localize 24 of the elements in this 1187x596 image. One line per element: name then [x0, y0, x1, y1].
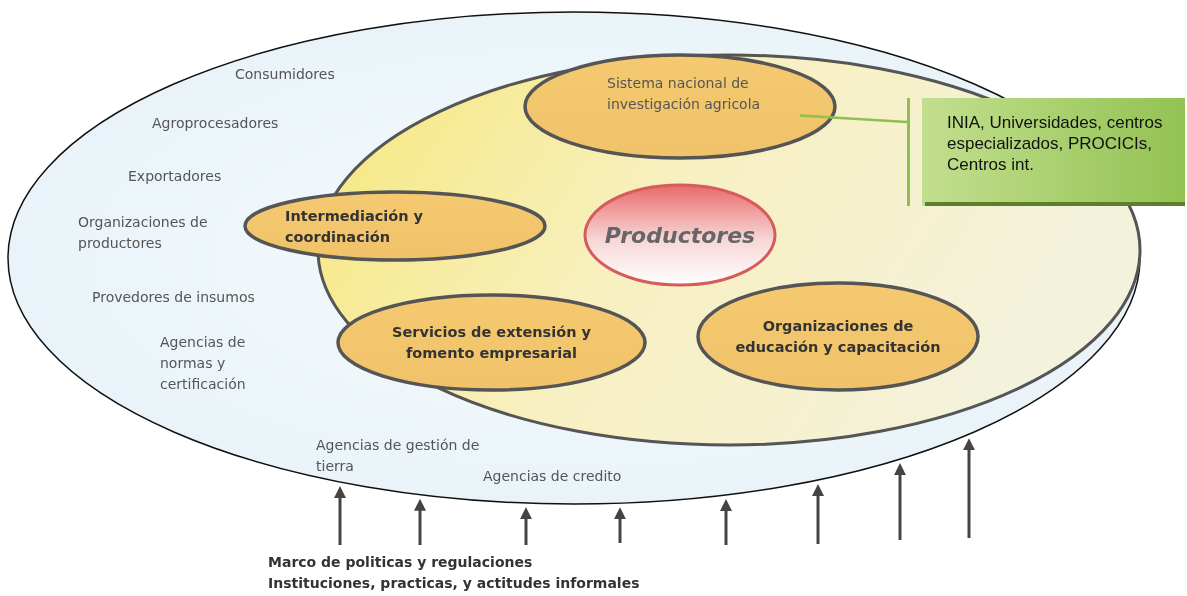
- actor-label: Agroprocesadores: [152, 114, 280, 133]
- footer-note: Instituciones, practicas, y actitudes informales: [268, 575, 640, 591]
- actor-label: Organizaciones de educación y capacitación: [734, 316, 942, 357]
- arrow: [614, 507, 626, 543]
- leader-line: [799, 114, 908, 124]
- actor-label: Consumidores: [235, 65, 336, 84]
- actor-label: Sistema nacional de investigación agricola: [607, 74, 762, 114]
- arrow: [520, 507, 532, 545]
- arrow: [894, 463, 906, 540]
- arrow: [334, 486, 346, 545]
- footer-note: Marco de politicas y regulaciones: [268, 554, 533, 570]
- center-label: Productores: [604, 224, 756, 246]
- callout-box: INIA, Universidades, centros especializados, PROCICIs, Centros int.: [907, 98, 1185, 206]
- arrow: [414, 498, 426, 545]
- arrow: [963, 438, 975, 538]
- actor-label: Exportadores: [128, 167, 223, 186]
- arrow: [812, 483, 824, 544]
- actor-label: Agencias de normas y certificación: [160, 333, 247, 394]
- actor-label: Intermediación y coordinación: [285, 207, 425, 247]
- arrow: [720, 498, 732, 545]
- actor-label: Agencias de credito: [483, 467, 623, 486]
- actor-label: Servicios de extensión y fomento empresarial: [391, 322, 592, 363]
- actor-label: Organizaciones de productores: [78, 213, 209, 253]
- actor-label: Provedores de insumos: [92, 288, 256, 307]
